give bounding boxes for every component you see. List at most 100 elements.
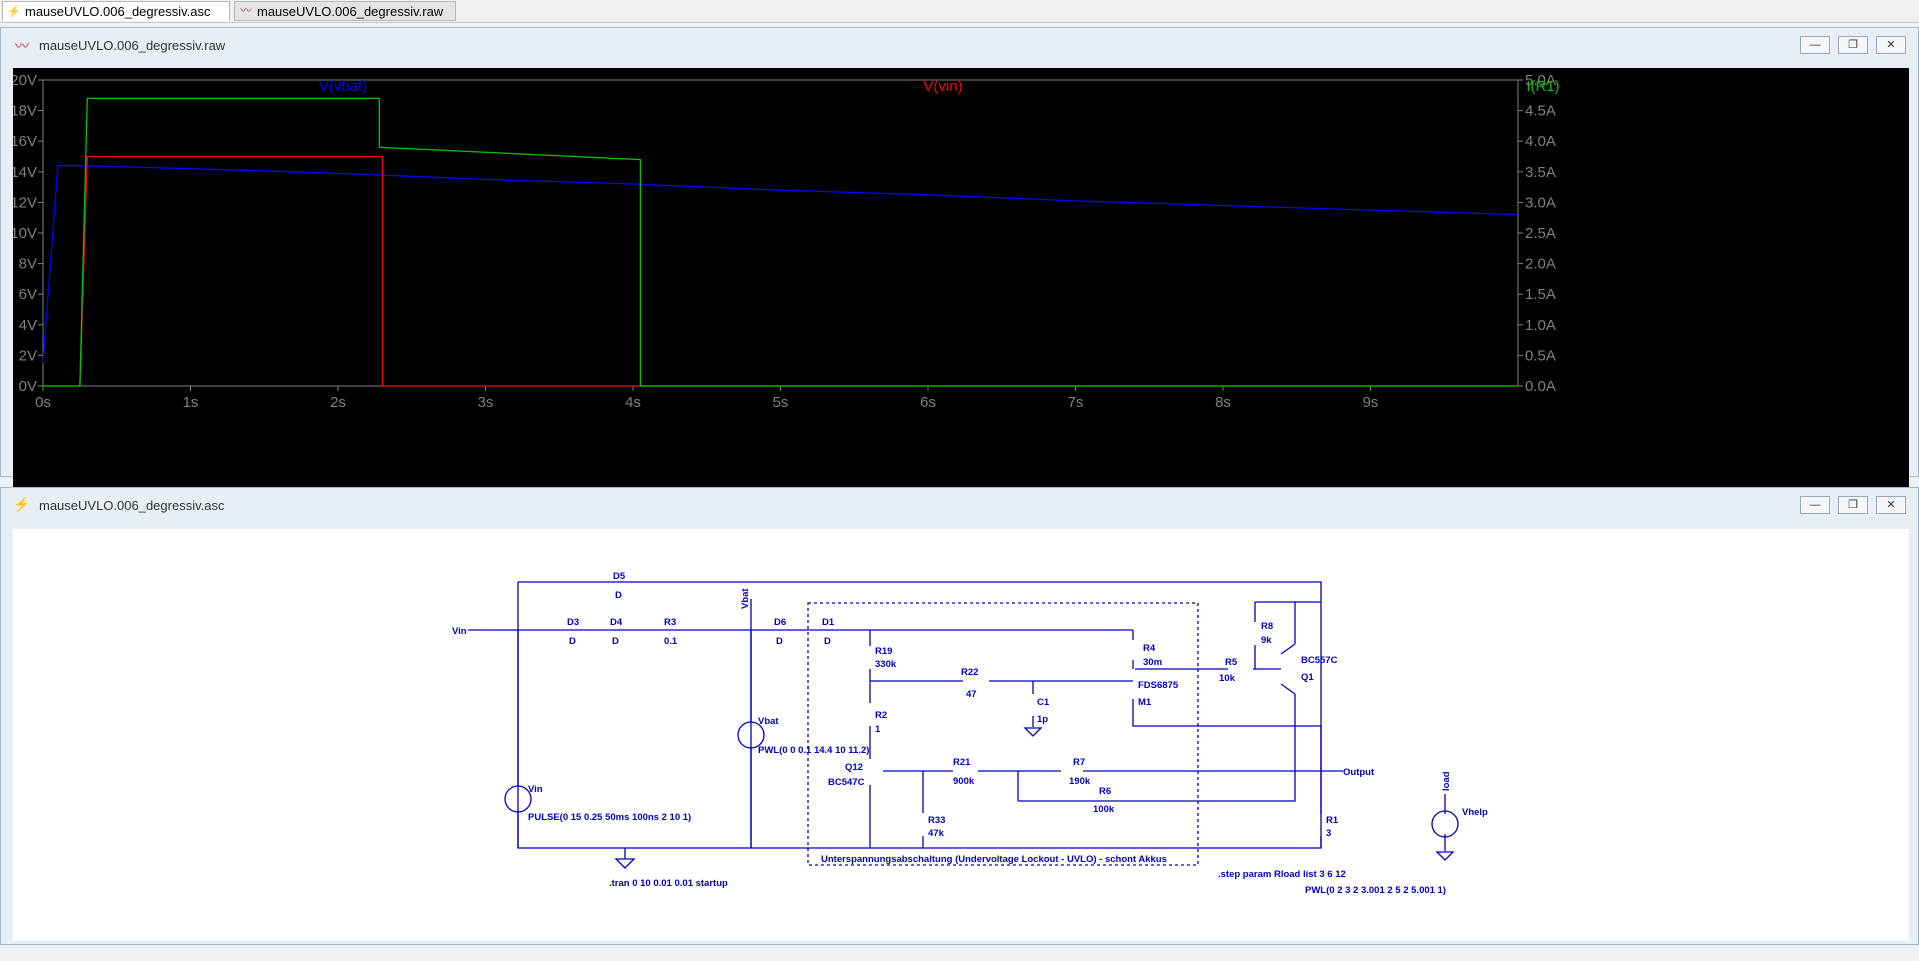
source-name: Vhelp — [1462, 807, 1488, 818]
wire — [1018, 602, 1296, 802]
component-value: 3 — [1326, 828, 1331, 839]
x-tick-label: 5s — [773, 394, 789, 411]
x-tick-label: 6s — [920, 394, 936, 411]
spice-directive-tran[interactable]: .tran 0 10 0.01 0.01 startup — [609, 878, 728, 889]
component-value: D — [776, 636, 783, 647]
component-label: R22 — [961, 667, 978, 678]
restore-button[interactable]: ❐ — [1838, 496, 1868, 514]
component-label: D5 — [613, 571, 626, 582]
source-value: PWL(0 2 3 2 3.001 2 5 2 5.001 1) — [1305, 885, 1446, 896]
component-value: D — [824, 636, 831, 647]
trace-vin — [43, 155, 1518, 387]
component-label: R1 — [1326, 815, 1339, 826]
x-tick-label: 2s — [330, 394, 346, 411]
component-label: C1 — [1037, 697, 1050, 708]
component-value: D — [569, 636, 576, 647]
tab-waveform[interactable]: 〰 mauseUVLO.006_degressiv.raw — [234, 1, 456, 21]
component-value: 47 — [966, 689, 977, 700]
component-value: BC547C — [828, 777, 865, 788]
component-value: 100k — [1093, 804, 1115, 815]
uvlo-box-label: Unterspannungsabschaltung (Undervoltage … — [821, 854, 1167, 865]
y-right-tick-label: 2.0A — [1525, 256, 1556, 273]
waveform-window: 〰 mauseUVLO.006_degressiv.raw — ❐ ✕ 0s 1s… — [0, 27, 1919, 499]
trace-name-ir1: I(R1) — [1526, 78, 1559, 95]
netlabel-vin[interactable]: Vin — [452, 626, 467, 637]
close-button[interactable]: ✕ — [1876, 496, 1906, 514]
spice-directive-step[interactable]: .step param Rload list 3 6 12 — [1218, 869, 1346, 880]
component-value: 30m — [1143, 657, 1162, 668]
y-left-tick-label: 6V — [19, 286, 37, 303]
waveform-window-titlebar[interactable]: 〰 mauseUVLO.006_degressiv.raw — ❐ ✕ — [1, 28, 1918, 62]
component-label: R4 — [1143, 643, 1156, 654]
x-tick-label: 4s — [625, 394, 641, 411]
y-right-tick-label: 5.0A — [1525, 72, 1556, 89]
voltage-source-vbat[interactable] — [737, 721, 765, 749]
y-right-tick-label: 2.5A — [1525, 225, 1556, 242]
component-value: D — [612, 636, 619, 647]
component-value: Q1 — [1301, 672, 1314, 683]
netlabel-vbat[interactable]: Vbat — [740, 588, 751, 609]
trace-ir1 — [43, 97, 1518, 387]
component-value: 9k — [1261, 635, 1272, 646]
waveform-icon: 〰 — [15, 38, 29, 54]
ground-symbol — [1435, 851, 1455, 861]
component-label: FDS6875 — [1138, 680, 1179, 691]
trace-name-vbat: V(vbat) — [319, 78, 367, 95]
y-right-tick-label: 0.0A — [1525, 378, 1556, 395]
wire — [517, 581, 1322, 849]
y-right-tick-label: 3.0A — [1525, 194, 1556, 211]
tab-label: mauseUVLO.006_degressiv.asc — [25, 4, 211, 19]
schematic-window: ⚡ mauseUVLO.006_degressiv.asc — ❐ ✕ — [0, 487, 1919, 945]
component-label: D4 — [610, 617, 623, 628]
y-right-tick-label: 1.0A — [1525, 317, 1556, 334]
component-label: D1 — [822, 617, 835, 628]
source-name: Vin — [528, 784, 543, 795]
component-value: 0.1 — [664, 636, 678, 647]
close-button[interactable]: ✕ — [1876, 36, 1906, 54]
minimize-button[interactable]: — — [1800, 496, 1830, 514]
y-left-tick-label: 10V — [13, 225, 37, 242]
component-label: R8 — [1261, 621, 1273, 632]
x-tick-label: 8s — [1215, 394, 1231, 411]
component-label: R2 — [875, 710, 887, 721]
schematic-window-titlebar[interactable]: ⚡ mauseUVLO.006_degressiv.asc — ❐ ✕ — [1, 488, 1918, 522]
schematic-drawing[interactable]: D5 D D3 D D4 D R3 0.1 D6 D D1 D R19 330k… — [13, 529, 1909, 941]
component-label: R7 — [1073, 757, 1085, 768]
component-label: R21 — [953, 757, 971, 768]
component-value: 900k — [953, 776, 975, 787]
component-value: 330k — [875, 659, 897, 670]
source-name: Vbat — [758, 716, 779, 727]
component-label: R6 — [1099, 786, 1111, 797]
restore-button[interactable]: ❐ — [1838, 36, 1868, 54]
x-tick-label: 1s — [183, 394, 199, 411]
trace-name-vin: V(vin) — [923, 78, 962, 95]
tab-schematic[interactable]: ⚡ mauseUVLO.006_degressiv.asc — [2, 1, 230, 21]
component-value: D — [615, 590, 622, 601]
schematic-icon: ⚡ — [13, 496, 31, 512]
netlabel-load[interactable]: load — [1441, 771, 1452, 791]
x-tick-label: 7s — [1068, 394, 1084, 411]
component-value: 10k — [1219, 673, 1236, 684]
wire — [1132, 699, 1321, 727]
y-right-tick-label: 1.5A — [1525, 286, 1556, 303]
y-right-tick-label: 4.0A — [1525, 133, 1556, 150]
x-tick-label: 0s — [35, 394, 51, 411]
component-value: 47k — [928, 828, 945, 839]
minimize-button[interactable]: — — [1800, 36, 1830, 54]
y-left-tick-label: 20V — [13, 72, 37, 89]
voltage-source-vhelp[interactable] — [1431, 810, 1459, 838]
uvlo-box — [807, 602, 1199, 866]
netlabel-output[interactable]: Output — [1343, 767, 1375, 778]
y-left-tick-label: 16V — [13, 133, 37, 150]
tab-label: mauseUVLO.006_degressiv.raw — [257, 3, 444, 19]
component-value: 190k — [1069, 776, 1091, 787]
schematic-canvas[interactable]: D5 D D3 D D4 D R3 0.1 D6 D D1 D R19 330k… — [13, 529, 1909, 941]
component-label: R19 — [875, 646, 892, 657]
voltage-source-vin[interactable] — [504, 785, 532, 813]
y-left-tick-label: 14V — [13, 164, 37, 181]
component-label: R5 — [1225, 657, 1238, 668]
status-bar — [0, 945, 1919, 961]
y-left-tick-label: 18V — [13, 103, 37, 120]
